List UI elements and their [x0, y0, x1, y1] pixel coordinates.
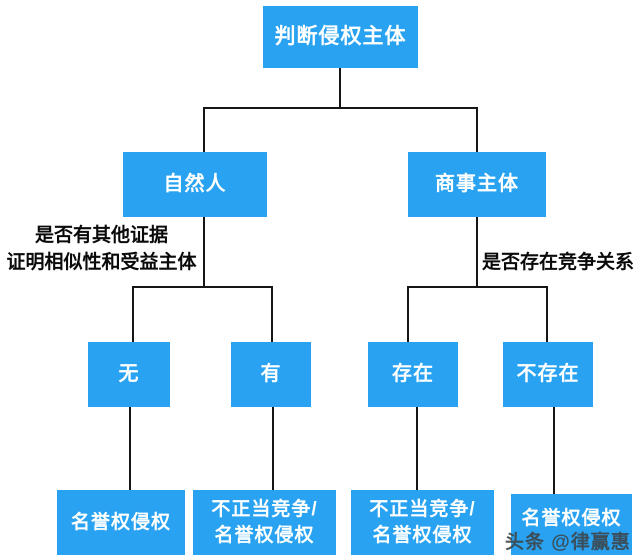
condition-label-left: 是否有其他证据 证明相似性和受益主体: [0, 222, 203, 276]
node-evidence-yes: 有: [231, 342, 311, 407]
watermark-text: 头条 @律赢惠: [505, 532, 631, 553]
condition-right-text: 是否存在竞争关系: [482, 252, 635, 273]
node-competition-exists: 存在: [368, 342, 458, 407]
node-outcome-unfair-right-line1: 不正当竞争/: [369, 498, 476, 520]
node-root: 判断侵权主体: [263, 6, 418, 68]
node-evidence-yes-label: 有: [260, 363, 282, 385]
node-outcome-unfair-left: 不正当竞争/ 名誉权侵权: [193, 490, 336, 555]
condition-left-line2: 证明相似性和受益主体: [6, 252, 197, 273]
node-evidence-no-label: 无: [118, 363, 140, 385]
node-outcome-reputation-right: 名誉权侵权: [511, 494, 632, 555]
condition-label-right: 是否存在竞争关系: [482, 247, 634, 274]
node-outcome-reputation-right-label: 名誉权侵权: [521, 508, 622, 529]
condition-left-line1: 是否有其他证据: [34, 225, 168, 246]
watermark: 头条 @律赢惠: [505, 527, 631, 554]
node-competition-not-exists: 不存在: [503, 342, 593, 407]
node-competition-exists-label: 存在: [392, 363, 434, 385]
node-commercial-entity-label: 商事主体: [435, 173, 519, 195]
node-outcome-unfair-left-line1: 不正当竞争/: [211, 498, 318, 520]
node-root-label: 判断侵权主体: [274, 24, 407, 48]
node-natural-person: 自然人: [123, 152, 267, 217]
node-outcome-reputation-left: 名誉权侵权: [57, 490, 185, 555]
node-outcome-unfair-right-line2: 名誉权侵权: [372, 524, 473, 546]
node-natural-person-label: 自然人: [163, 173, 227, 195]
node-evidence-no: 无: [88, 342, 170, 407]
node-outcome-reputation-left-label: 名誉权侵权: [70, 511, 171, 533]
node-commercial-entity: 商事主体: [408, 152, 546, 217]
node-outcome-unfair-right: 不正当竞争/ 名誉权侵权: [351, 490, 494, 555]
node-outcome-unfair-left-line2: 名誉权侵权: [214, 524, 315, 546]
node-competition-not-exists-label: 不存在: [516, 363, 580, 385]
